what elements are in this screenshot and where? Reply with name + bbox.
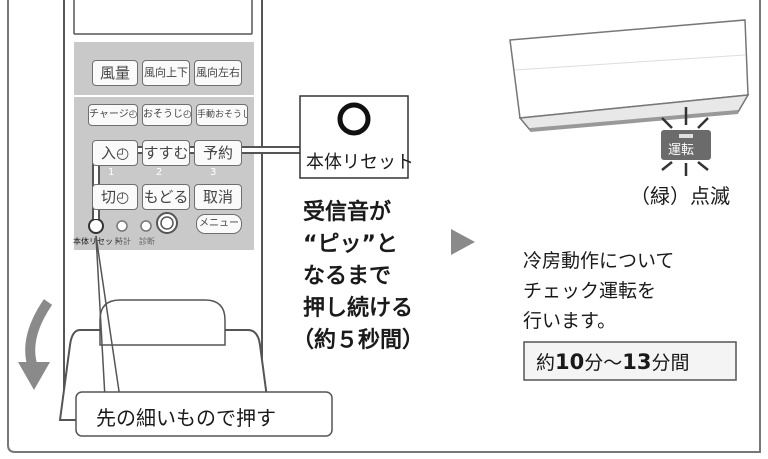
back-button: もどる — [142, 184, 190, 210]
indicator-box — [661, 130, 711, 160]
reset-callout-circle — [337, 102, 371, 136]
frame-border — [7, 0, 761, 453]
result-line-1: 冷房動作について — [523, 250, 675, 272]
fan-speed-button: 風量 — [92, 60, 138, 86]
number-label-3: 3 — [210, 167, 217, 178]
forward-button: すすむ — [142, 140, 190, 166]
instruction-line-2: “ピッ”と — [303, 232, 398, 257]
reset-button — [88, 218, 104, 234]
duration-n1: 10 — [555, 350, 585, 374]
diagnose-small-label: 診断 — [139, 237, 155, 246]
instruction-line-5: （約５秒間） — [292, 328, 425, 353]
next-arrow — [451, 229, 475, 255]
manual-cleaning-button: 手動おそうじ — [196, 104, 248, 126]
result-line-3: 行います。 — [523, 310, 617, 332]
number-label-1: 1 — [108, 167, 115, 178]
duration-suffix: 分間 — [651, 352, 690, 374]
tip-box — [75, 391, 333, 437]
reset-small-label: 本体リセット — [73, 237, 121, 246]
instruction-line-1: 受信音が — [303, 200, 392, 225]
reserve-button: 予約 — [194, 140, 242, 166]
open-lid-arrow — [25, 299, 53, 372]
clock-small-label: 時計 — [115, 237, 131, 246]
on-timer-button: 入◴ — [92, 140, 138, 166]
off-timer-button: 切◴ — [92, 184, 138, 210]
indicator-label: 運転 — [668, 143, 695, 158]
number-label-2: 2 — [156, 167, 163, 178]
horizontal-swing-button: 風向左右 — [194, 60, 242, 86]
duration-prefix: 約 — [536, 352, 556, 374]
duration-n2: 13 — [622, 350, 652, 374]
instruction-line-4: 押し続ける — [303, 296, 414, 321]
duration-text: 約10分〜13分間 — [536, 348, 690, 375]
instruction-line-3: なるまで — [303, 264, 392, 289]
vertical-swing-button: 風向上下 — [142, 60, 190, 86]
reset-callout-label: 本体リセット — [306, 152, 414, 173]
indicator-status: （緑）点滅 — [630, 184, 730, 208]
result-line-2: チェック運転を — [523, 280, 657, 302]
menu-button: メニュー — [196, 214, 242, 234]
cleaning-timer-button: おそうじ◴ — [142, 104, 192, 126]
duration-box — [523, 341, 737, 381]
tip-label: 先の細いもので押す — [96, 406, 276, 430]
duration-mid: 分〜 — [584, 352, 623, 374]
cancel-button: 取消 — [194, 184, 242, 210]
charge-button: チャージ◴ — [88, 104, 138, 126]
